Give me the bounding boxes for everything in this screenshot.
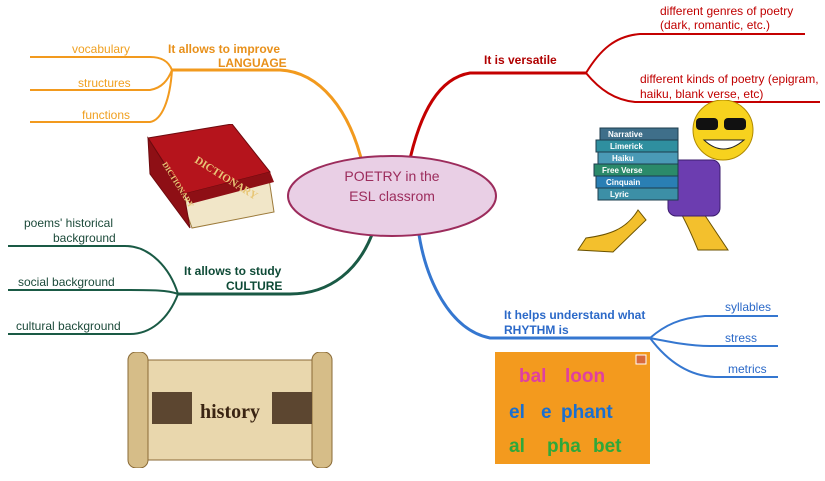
card-row3-syllable2: pha: [547, 436, 581, 457]
language-item-functions: functions: [82, 108, 131, 122]
rhythm-item-stress: stress: [725, 331, 758, 345]
language-title-line1: It allows to improve: [168, 42, 281, 56]
culture-item-cultural: cultural background: [16, 319, 121, 333]
culture-title-line2: CULTURE: [226, 279, 283, 293]
culture-item-historical-line1: poems' historical: [24, 216, 113, 230]
card-row2-syllable2: e: [541, 402, 552, 423]
versatile-item-kinds-line1: different kinds of poetry (epigram,: [640, 72, 819, 86]
language-item-structures: structures: [78, 76, 131, 90]
central-topic: POETRY in the ESL classrom: [290, 166, 494, 206]
book-label-lyric: Lyric: [610, 190, 629, 199]
book-label-cinquain: Cinquain: [606, 178, 640, 187]
rhythm-item-metrics: metrics: [728, 362, 767, 376]
card-row1-syllable1: bal: [519, 366, 546, 387]
poetry-books-character-image: Narrative Limerick Haiku Free Verse Cinq…: [577, 100, 754, 253]
card-row3-syllable3: bet: [593, 436, 622, 457]
versatile-item-kinds-line2: haiku, blank verse, etc): [640, 87, 764, 101]
rhythm-title-line2: RHYTHM is: [504, 323, 569, 337]
history-label: history: [200, 401, 260, 423]
rhythm-title-line1: It helps understand what: [504, 308, 646, 322]
book-label-narrative: Narrative: [608, 130, 643, 139]
history-scroll-image: history: [127, 352, 333, 468]
culture-title-line1: It allows to study: [184, 264, 282, 278]
central-topic-line2: ESL classrom: [349, 188, 435, 204]
culture-item-social: social background: [18, 275, 115, 289]
culture-item-historical-line2: background: [53, 231, 116, 245]
versatile-item-genres-line2: (dark, romantic, etc.): [660, 18, 771, 32]
card-row1-syllable2: loon: [565, 366, 605, 387]
book-label-limerick: Limerick: [610, 142, 643, 151]
card-row2-syllable3: phant: [561, 402, 613, 423]
syllables-card-image: bal loon el e phant al pha bet: [495, 352, 650, 464]
dictionary-image: DICTIONARY DICTIONARY: [147, 124, 275, 229]
rhythm-item-syllables: syllables: [725, 300, 772, 314]
versatile-title: It is versatile: [484, 53, 557, 67]
versatile-item-genres-line1: different genres of poetry: [660, 4, 794, 18]
card-row2-syllable1: el: [509, 402, 525, 423]
central-topic-line1: POETRY in the: [344, 168, 440, 184]
language-item-vocabulary: vocabulary: [72, 42, 131, 56]
card-row3-syllable1: al: [509, 436, 525, 457]
book-label-haiku: Haiku: [612, 154, 634, 163]
book-label-free-verse: Free Verse: [602, 166, 643, 175]
language-title-line2: LANGUAGE: [218, 56, 287, 70]
